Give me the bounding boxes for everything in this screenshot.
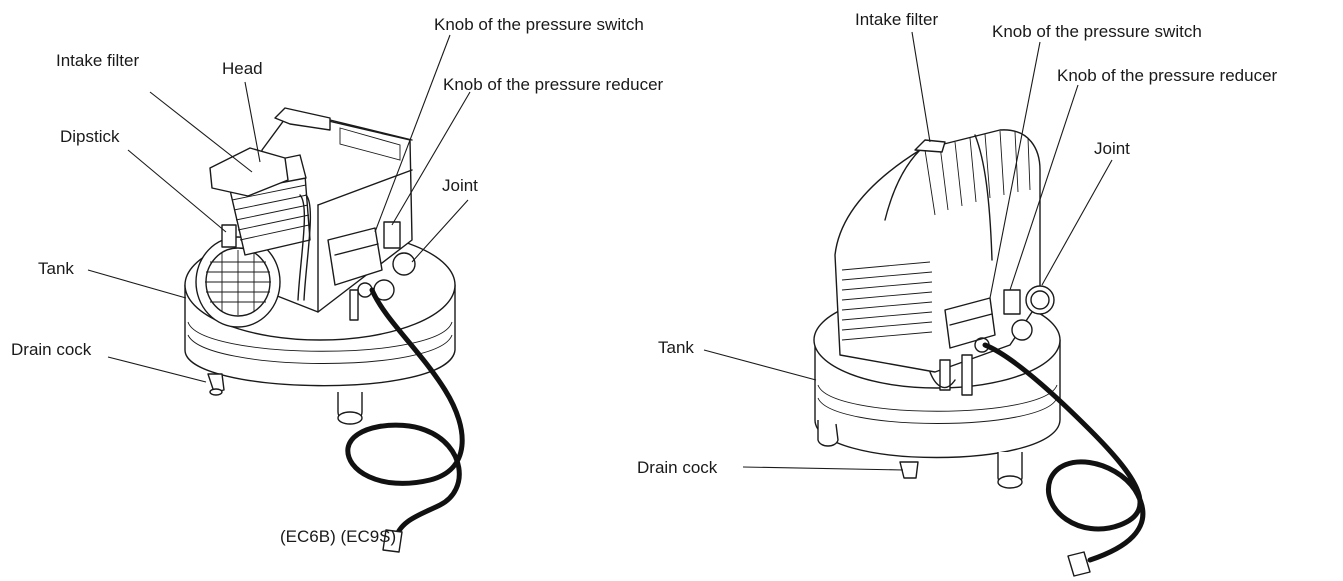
label-right-tank: Tank [658, 338, 694, 357]
label-right-knob-pressure-switch: Knob of the pressure switch [992, 22, 1202, 41]
label-right-intake-filter: Intake filter [855, 10, 939, 29]
label-left-knob-pressure-switch: Knob of the pressure switch [434, 15, 644, 34]
right-power-cord [982, 342, 1146, 563]
label-right-joint: Joint [1094, 139, 1130, 158]
right-pressure-switch-drawing [929, 285, 1055, 396]
label-left-joint: Joint [442, 176, 478, 195]
label-right-drain-cock: Drain cock [637, 458, 718, 477]
left-joint-drawing [392, 252, 416, 276]
right-foot-left [817, 420, 839, 447]
left-intake-filter-drawing [209, 147, 289, 197]
right-compressor-illustration [813, 129, 1146, 577]
label-left-intake-filter: Intake filter [56, 51, 140, 70]
right-plug [1067, 551, 1091, 577]
right-gauge-drawing [1025, 285, 1055, 315]
left-compressor-illustration [184, 107, 465, 553]
left-dipstick-drawing [221, 224, 237, 248]
left-motor-drawing [195, 236, 281, 328]
right-reducer-knob-drawing [1003, 289, 1021, 315]
label-left-tank: Tank [38, 259, 74, 278]
left-reducer-knob-drawing [383, 221, 401, 249]
label-right-knob-pressure-reducer: Knob of the pressure reducer [1057, 66, 1278, 85]
leader-lines [87, 31, 1113, 471]
label-model-caption: (EC6B) (EC9S) [280, 527, 397, 546]
label-left-drain-cock: Drain cock [11, 340, 92, 359]
left-drain-cock-drawing [207, 373, 225, 393]
left-plug [382, 529, 403, 553]
left-power-cord [345, 287, 465, 543]
label-left-knob-pressure-reducer: Knob of the pressure reducer [443, 75, 664, 94]
left-pressure-switch-drawing [327, 227, 383, 321]
right-drain-cock-drawing [899, 461, 919, 479]
label-left-dipstick: Dipstick [60, 127, 120, 146]
right-joint-drawing [1011, 319, 1033, 341]
right-cover-drawing [834, 129, 1041, 373]
label-left-head: Head [222, 59, 263, 78]
